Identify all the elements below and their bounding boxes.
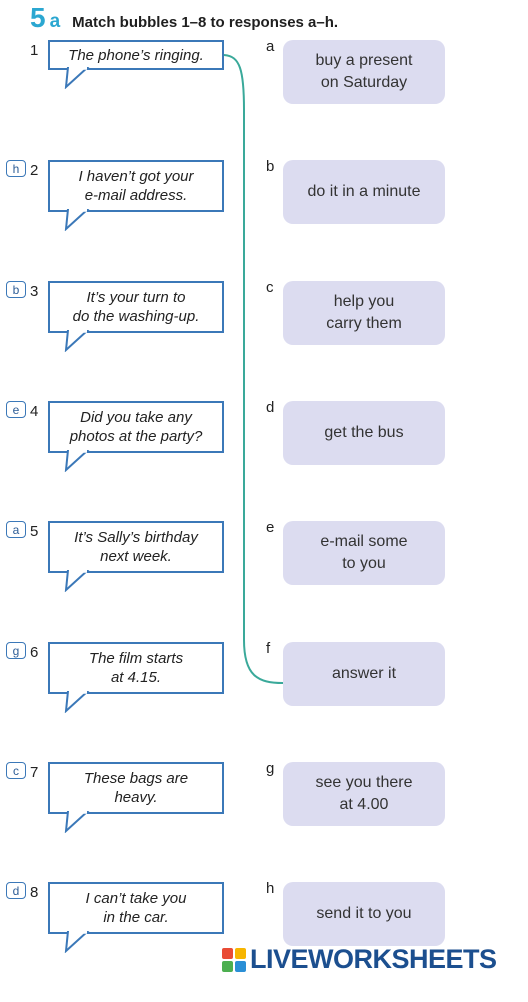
answer-box[interactable]: e (6, 401, 26, 418)
response-box[interactable]: do it in a minute (283, 160, 445, 224)
bubble-number: 1 (30, 42, 39, 59)
response-letter: e (266, 519, 275, 536)
speech-bubble: These bags are heavy. (48, 762, 224, 814)
response-box[interactable]: get the bus (283, 401, 445, 465)
logo-mark-icon (222, 947, 246, 972)
bubble-number: 4 (30, 403, 39, 420)
bubble-tail-icon (64, 330, 90, 352)
bubble-number: 5 (30, 523, 39, 540)
exercise-sub-letter: a (49, 11, 61, 32)
bubble-number: 2 (30, 162, 39, 179)
match-row-8: d 8 I can’t take you in the car. h send … (0, 880, 528, 1002)
response-letter: b (266, 158, 275, 175)
response-box[interactable]: see you there at 4.00 (283, 762, 445, 826)
response-box[interactable]: answer it (283, 642, 445, 706)
speech-bubble: I can’t take you in the car. (48, 882, 224, 934)
match-row-6: g 6 The film starts at 4.15. f answer it (0, 640, 528, 762)
response-letter: h (266, 880, 275, 897)
answer-box[interactable]: a (6, 521, 26, 538)
bubble-tail-icon (64, 209, 90, 231)
response-letter: a (266, 38, 275, 55)
response-letter: d (266, 399, 275, 416)
logo-mark-square (222, 960, 233, 972)
speech-bubble: Did you take any photos at the party? (48, 401, 224, 453)
answer-box[interactable]: b (6, 281, 26, 298)
response-letter: f (266, 640, 271, 657)
bubble-number: 8 (30, 884, 39, 901)
response-letter: c (266, 279, 274, 296)
answer-box[interactable]: g (6, 642, 26, 659)
speech-bubble: It’s your turn to do the washing-up. (48, 281, 224, 333)
bubble-number: 6 (30, 644, 39, 661)
exercise-number: 5 (30, 2, 46, 33)
match-row-4: e 4 Did you take any photos at the party… (0, 399, 528, 521)
answer-box[interactable]: d (6, 882, 26, 899)
response-box[interactable]: help you carry them (283, 281, 445, 345)
speech-bubble: The phone’s ringing. (48, 40, 224, 70)
logo-mark-square (222, 947, 233, 959)
bubble-tail-icon (64, 450, 90, 472)
exercise-header: 5 a Match bubbles 1–8 to responses a–h. (30, 2, 338, 36)
bubble-tail-icon (64, 811, 90, 833)
liveworksheets-logo: LIVEWORKSHEETS (222, 944, 497, 975)
bubble-number: 3 (30, 283, 39, 300)
match-row-2: h 2 I haven’t got your e-mail address. b… (0, 158, 528, 280)
bubble-tail-icon (64, 570, 90, 592)
speech-bubble: The film starts at 4.15. (48, 642, 224, 694)
bubble-tail-icon (64, 931, 90, 953)
match-row-3: b 3 It’s your turn to do the washing-up.… (0, 279, 528, 401)
response-letter: g (266, 760, 275, 777)
response-box[interactable]: e-mail some to you (283, 521, 445, 585)
logo-mark-square (235, 947, 246, 959)
response-box[interactable]: buy a present on Saturday (283, 40, 445, 104)
logo-mark-square (235, 960, 246, 972)
answer-box[interactable]: c (6, 762, 26, 779)
match-row-1: 1 The phone’s ringing. a buy a present o… (0, 38, 528, 160)
logo-text: LIVEWORKSHEETS (250, 944, 497, 974)
speech-bubble: I haven’t got your e-mail address. (48, 160, 224, 212)
match-row-5: a 5 It’s Sally’s birthday next week. e e… (0, 519, 528, 641)
match-row-7: c 7 These bags are heavy. g see you ther… (0, 760, 528, 882)
answer-box[interactable]: h (6, 160, 26, 177)
speech-bubble: It’s Sally’s birthday next week. (48, 521, 224, 573)
instruction-text: Match bubbles 1–8 to responses a–h. (72, 14, 339, 31)
bubble-tail-icon (64, 691, 90, 713)
bubble-tail-icon (64, 67, 90, 89)
bubble-number: 7 (30, 764, 39, 781)
response-box[interactable]: send it to you (283, 882, 445, 946)
